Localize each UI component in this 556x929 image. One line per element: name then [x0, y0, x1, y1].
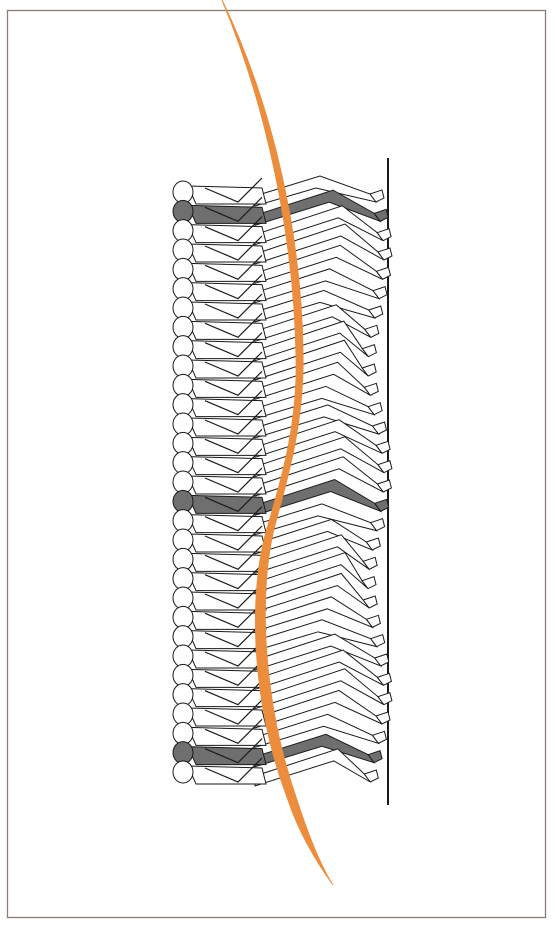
pose-head [173, 703, 193, 725]
pose-head [173, 761, 193, 783]
pose-head [173, 200, 193, 222]
pose-head [173, 510, 193, 532]
pose-head [173, 587, 193, 609]
pose-torso [188, 573, 266, 591]
pose-head [173, 239, 193, 261]
pose-torso [188, 186, 266, 204]
pose-torso [188, 747, 266, 765]
pose-torso [188, 302, 266, 320]
pose-head [173, 664, 193, 686]
pose-head [173, 471, 193, 493]
pose-torso [188, 534, 266, 552]
pose-foot [363, 596, 377, 608]
pose-head [173, 336, 193, 358]
pose-head [173, 722, 193, 744]
pose-torso [188, 727, 266, 745]
pose-torso [188, 263, 266, 281]
pose-foot [362, 345, 376, 357]
pose-torso [188, 244, 266, 262]
pose-head [173, 742, 193, 764]
pose-torso [188, 592, 266, 610]
pose-torso [188, 476, 266, 494]
pose-torso [188, 399, 266, 417]
pose-torso [188, 669, 266, 687]
pose-torso [188, 225, 266, 243]
pose-torso [188, 650, 266, 668]
pose-head [173, 684, 193, 706]
pose-head [173, 394, 193, 416]
pose-head [173, 626, 193, 648]
pose-head [173, 355, 193, 377]
pose-torso [188, 457, 266, 475]
pose-torso [188, 205, 266, 223]
pose-head [173, 316, 193, 338]
pose-foot [363, 557, 377, 569]
pose-head [173, 568, 193, 590]
pose-torso [188, 495, 266, 513]
pose-torso [188, 418, 266, 436]
pose-torso [188, 379, 266, 397]
pose-torso [188, 611, 266, 629]
pose-head [173, 278, 193, 300]
pose-torso [188, 321, 266, 339]
pose-torso [188, 766, 266, 784]
pose-head [173, 432, 193, 454]
pose-head [173, 606, 193, 628]
pose-head [173, 220, 193, 242]
pose-head [173, 413, 193, 435]
pose-torso [188, 283, 266, 301]
pose-torso [188, 360, 266, 378]
pose-head [173, 529, 193, 551]
pose-torso [188, 708, 266, 726]
pose-head [173, 452, 193, 474]
pose-torso [188, 515, 266, 533]
pose-head [173, 645, 193, 667]
pose-head [173, 490, 193, 512]
pose-head [173, 374, 193, 396]
pose-head [173, 181, 193, 203]
pose-torso [188, 689, 266, 707]
pose-head [173, 548, 193, 570]
pose-torso [188, 341, 266, 359]
pose-torso [188, 631, 266, 649]
pose-foot [362, 577, 376, 589]
pose-foot [362, 364, 376, 376]
pose-head [173, 297, 193, 319]
pose-torso [188, 553, 266, 571]
pose-torso [188, 437, 266, 455]
pose-head [173, 258, 193, 280]
